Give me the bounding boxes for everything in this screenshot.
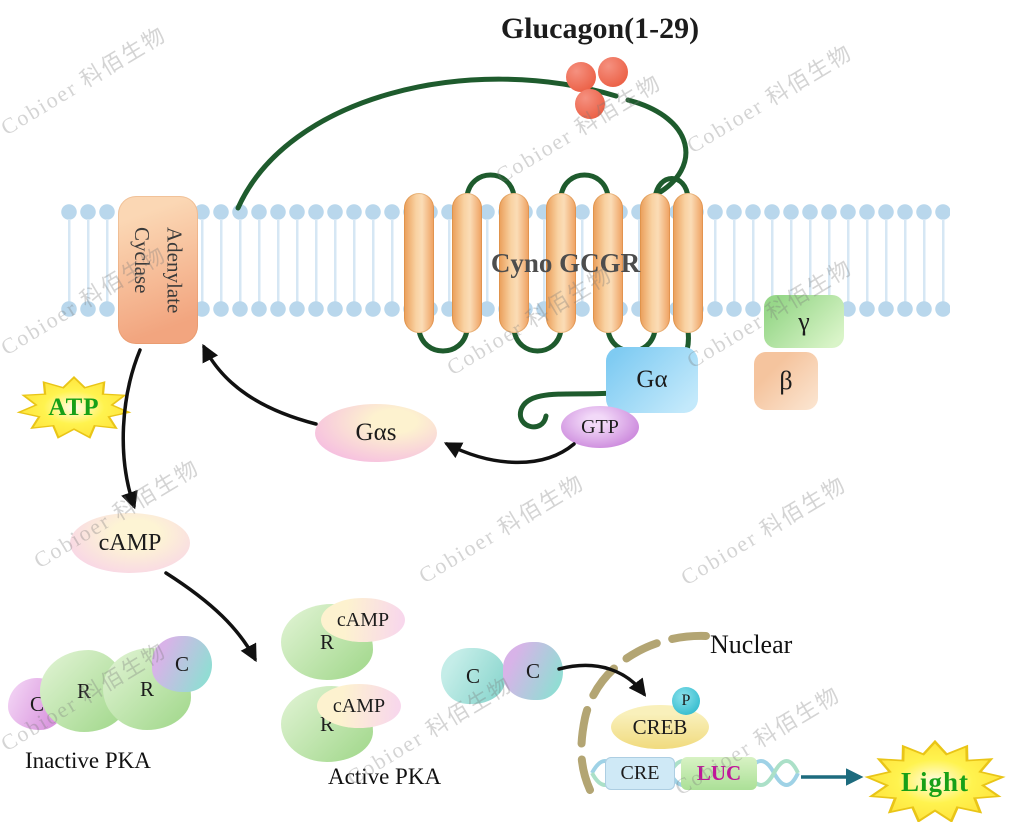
gtp-ellipse: GTP bbox=[561, 406, 639, 448]
g-alpha-subunit: Gα bbox=[606, 347, 698, 413]
tm-helix bbox=[640, 193, 670, 333]
pka-c-subunit: C bbox=[152, 636, 212, 692]
receptor-loop-path bbox=[625, 97, 689, 197]
glucagon-ligand-circle bbox=[575, 89, 605, 119]
g-gamma-subunit: γ bbox=[764, 295, 844, 348]
camp-bound-ellipse: cAMP bbox=[317, 684, 401, 728]
tm-helix bbox=[404, 193, 434, 333]
receptor-loop-path bbox=[511, 327, 564, 354]
receptor-loop-path bbox=[416, 327, 470, 354]
tm-helix bbox=[452, 193, 482, 333]
ligand-title: Glucagon(1-29) bbox=[500, 12, 700, 45]
nuclear-label: Nuclear bbox=[710, 630, 793, 659]
receptor-loop-path bbox=[464, 172, 517, 199]
atp-burst-shape bbox=[16, 375, 132, 439]
luc-reporter-box: LUC bbox=[681, 757, 757, 790]
tm-helix bbox=[546, 193, 576, 333]
watermark-text: Cobioer 科佰生物 bbox=[682, 39, 857, 159]
camp-bound-ellipse: cAMP bbox=[321, 598, 405, 642]
tm-helix bbox=[673, 193, 703, 333]
glucagon-ligand-circle bbox=[566, 62, 596, 92]
adenylate-cyclase-label: Adenylate Cyclase bbox=[130, 226, 187, 314]
inactive-pka-label: Inactive PKA bbox=[25, 748, 151, 773]
adenylate-cyclase: Adenylate Cyclase bbox=[118, 196, 198, 344]
free-c-subunit: C bbox=[441, 648, 505, 704]
active-pka-label: Active PKA bbox=[328, 764, 442, 789]
g-alpha-s-ellipse: Gαs bbox=[315, 404, 437, 462]
watermark-text: Cobioer 科佰生物 bbox=[0, 21, 171, 141]
light-burst-shape bbox=[864, 739, 1006, 822]
receptor-nterm-loop bbox=[235, 76, 619, 211]
watermark-text: Cobioer 科佰生物 bbox=[676, 471, 851, 591]
tm-helix bbox=[593, 193, 623, 333]
arrow-c-to-nucleus bbox=[557, 663, 647, 697]
glucagon-ligand-circle bbox=[598, 57, 628, 87]
atp-burst bbox=[16, 375, 132, 439]
phospho-badge: P bbox=[672, 687, 700, 715]
camp-ellipse: cAMP bbox=[70, 513, 190, 573]
g-beta-subunit: β bbox=[754, 352, 818, 410]
arrow-gas-to-ac bbox=[202, 343, 318, 426]
cre-element-box: CRE bbox=[605, 757, 675, 790]
receptor-loop-path bbox=[558, 172, 611, 199]
arrow-gtp-to-gas bbox=[443, 442, 576, 465]
free-c-subunit: C bbox=[503, 642, 563, 700]
receptor-label: Cyno GCGR bbox=[490, 248, 641, 278]
atp-label: ATP bbox=[48, 394, 100, 421]
watermark-text: Cobioer 科佰生物 bbox=[414, 469, 589, 589]
light-burst bbox=[864, 739, 1006, 822]
tm-helix bbox=[499, 193, 529, 333]
light-label: Light bbox=[900, 766, 970, 797]
